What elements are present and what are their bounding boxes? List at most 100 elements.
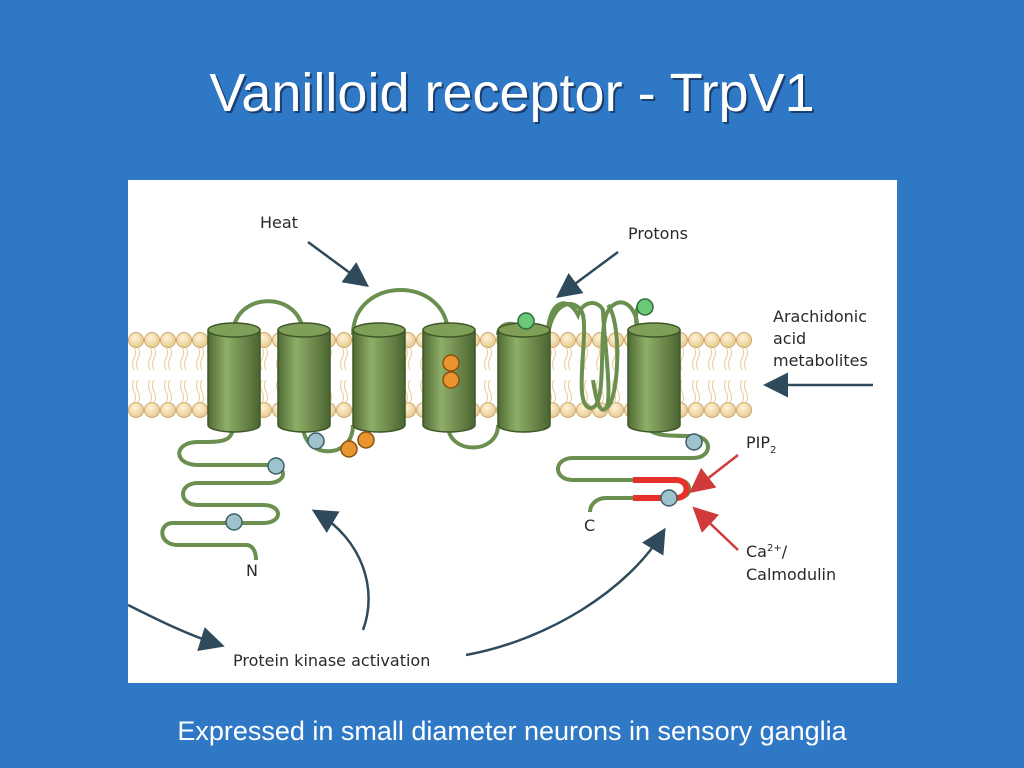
lipid-head (736, 402, 752, 418)
label-calcium-sup: 2+ (767, 543, 782, 554)
protons-arrow (555, 250, 619, 298)
label-n-terminus: N (246, 561, 258, 580)
site-orange-3 (442, 354, 460, 372)
lipid-tail (260, 379, 268, 404)
site-blue-n1 (267, 457, 285, 475)
slide-title: Vanilloid receptor - TrpV1 (209, 63, 815, 123)
lipid-tail (564, 346, 572, 371)
lipid-head (128, 402, 144, 418)
label-arachidonic-2: acid (773, 329, 806, 348)
stimulus-arrows (128, 240, 873, 657)
lipid-head (160, 402, 176, 418)
lipid-head (704, 402, 720, 418)
helix-s6 (627, 330, 681, 433)
trpv1-diagram-panel: Heat Protons Arachidonic acid metabolite… (128, 180, 897, 683)
helix-cap (352, 322, 406, 338)
lipid-tail (692, 379, 700, 404)
lipid-head (688, 402, 704, 418)
site-blue-c2 (660, 489, 678, 507)
lipid-head (720, 402, 736, 418)
label-arachidonic-1: Arachidonic (773, 307, 867, 326)
helix-cap (207, 322, 261, 338)
label-pip2-sub: 2 (770, 445, 776, 456)
lipid-tail (148, 379, 156, 404)
lipid-head (720, 332, 736, 348)
lipid-tail (708, 346, 716, 371)
lipid-tail (692, 346, 700, 371)
lipid-head (480, 402, 496, 418)
lipid-head (176, 332, 192, 348)
lipid-tail (484, 379, 492, 404)
helix-s2 (277, 330, 331, 433)
lipid-tail (180, 379, 188, 404)
label-heat: Heat (260, 213, 298, 232)
label-calmodulin: Calmodulin (746, 565, 836, 584)
trpv1-diagram: Heat Protons Arachidonic acid metabolite… (128, 213, 873, 670)
lipid-head (704, 332, 720, 348)
pip2-binding-region (633, 477, 690, 501)
label-pip2: PIP2 (746, 433, 776, 456)
label-calcium-base: Ca (746, 542, 767, 561)
site-green-2 (636, 298, 654, 316)
lipid-head (144, 402, 160, 418)
lipid-tail (180, 346, 188, 371)
lipid-tail (724, 379, 732, 404)
site-blue-n2 (225, 513, 243, 531)
pore-loop (546, 300, 640, 410)
regulatory-sites (225, 298, 703, 531)
lipid-head (160, 332, 176, 348)
lipid-tail (148, 346, 156, 371)
lipid-tail (196, 346, 204, 371)
lipid-tail (708, 379, 716, 404)
lipid-tail (740, 346, 748, 371)
lipid-tail (724, 346, 732, 371)
calmodulin-arrow (692, 506, 739, 551)
lipid-head (176, 402, 192, 418)
lipid-head (736, 332, 752, 348)
pka-arrow-left (128, 603, 225, 651)
lipid-head (336, 402, 352, 418)
lipid-head (192, 402, 208, 418)
transmembrane-helices (207, 322, 681, 433)
helix-cap (422, 322, 476, 338)
site-orange-1 (340, 440, 358, 458)
helix-cap (277, 322, 331, 338)
pip2-arrow (689, 454, 739, 494)
lipid-head (336, 332, 352, 348)
site-orange-2 (357, 431, 375, 449)
intracellular-loops (301, 424, 500, 454)
lipid-tail (260, 346, 268, 371)
label-c-terminus: C (584, 516, 595, 535)
site-orange-4 (442, 371, 460, 389)
lipid-tail (132, 379, 140, 404)
helix-s3 (352, 330, 406, 433)
label-pip2-base: PIP (746, 433, 770, 452)
lipid-head (688, 332, 704, 348)
lipid-tail (196, 379, 204, 404)
site-blue-c1 (685, 433, 703, 451)
lipid-tail (484, 346, 492, 371)
label-calcium-slash: / (782, 542, 788, 561)
lipid-head (128, 332, 144, 348)
lipid-head (144, 332, 160, 348)
lipid-tail (132, 346, 140, 371)
n-terminal-tail (160, 424, 285, 561)
lipid-head (192, 332, 208, 348)
label-calcium: Ca2+/ (746, 542, 788, 561)
label-protein-kinase: Protein kinase activation (233, 651, 430, 670)
slide-caption: Expressed in small diameter neurons in s… (177, 716, 847, 746)
lipid-tail (740, 379, 748, 404)
pka-arrow-up (311, 509, 370, 631)
lipid-head (560, 332, 576, 348)
helix-s5 (497, 330, 551, 433)
label-arachidonic-3: metabolites (773, 351, 868, 370)
lipid-tail (340, 379, 348, 404)
label-protons: Protons (628, 224, 688, 243)
lipid-head (608, 402, 624, 418)
lipid-tail (340, 346, 348, 371)
site-blue-loop (307, 432, 325, 450)
lipid-head (560, 402, 576, 418)
heat-arrow (307, 240, 370, 287)
pka-arrow-right (465, 527, 666, 657)
lipid-tail (164, 379, 172, 404)
